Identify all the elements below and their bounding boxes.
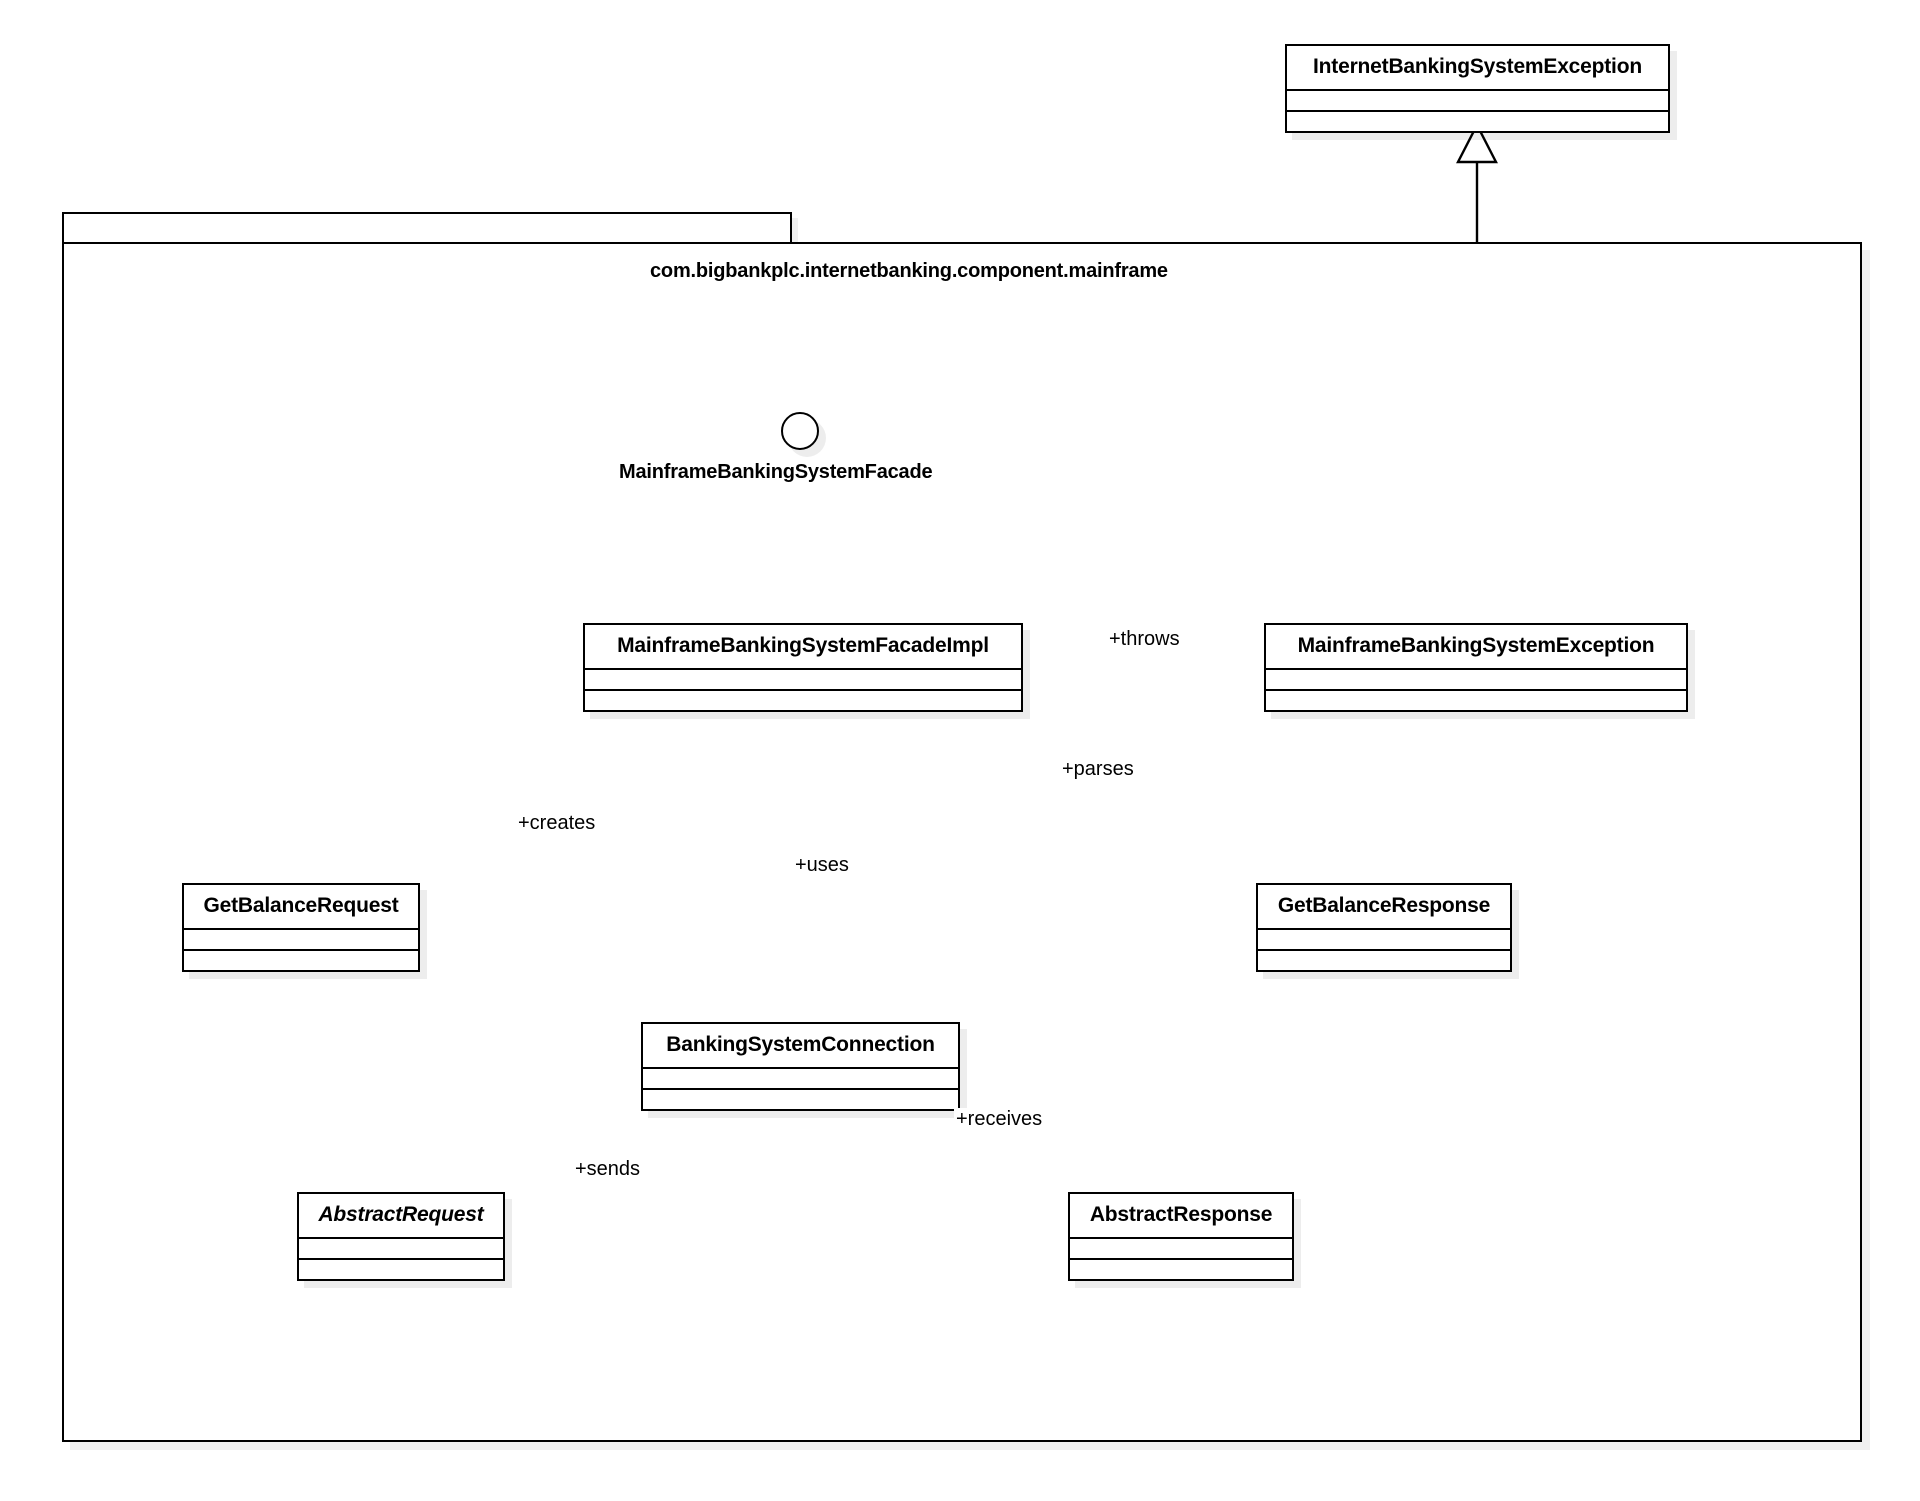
interface-name-label: MainframeBankingSystemFacade [619, 461, 933, 483]
class-box-abstract-response[interactable]: AbstractResponse [1068, 1192, 1294, 1281]
class-attributes-compartment [1258, 930, 1510, 951]
class-box-abstract-request[interactable]: AbstractRequest [297, 1192, 505, 1281]
class-attributes-compartment [1070, 1239, 1292, 1260]
class-attributes-compartment [299, 1239, 503, 1260]
class-name-abstract-request: AbstractRequest [299, 1194, 503, 1239]
edge-label-receives: +receives [954, 1108, 1045, 1131]
class-operations-compartment [1266, 691, 1686, 710]
class-name-mainframe-banking-system-facade-impl: MainframeBankingSystemFacadeImpl [585, 625, 1021, 670]
class-name-internet-banking-system-exception: InternetBankingSystemException [1287, 46, 1668, 91]
class-attributes-compartment [184, 930, 418, 951]
class-box-mainframe-banking-system-exception[interactable]: MainframeBankingSystemException [1264, 623, 1688, 712]
class-name-abstract-response: AbstractResponse [1070, 1194, 1292, 1239]
edge-label-parses: +parses [1060, 758, 1136, 781]
interface-lollipop-icon[interactable] [781, 412, 819, 450]
class-operations-compartment [1287, 112, 1668, 131]
class-attributes-compartment [643, 1069, 958, 1090]
edge-label-uses: +uses [793, 854, 851, 877]
class-operations-compartment [585, 691, 1021, 710]
class-attributes-compartment [1287, 91, 1668, 112]
package-name-label: com.bigbankplc.internetbanking.component… [650, 260, 1168, 282]
class-attributes-compartment [1266, 670, 1686, 691]
edge-label-throws: +throws [1107, 628, 1182, 651]
class-operations-compartment [1258, 951, 1510, 970]
class-box-internet-banking-system-exception[interactable]: InternetBankingSystemException [1285, 44, 1670, 133]
class-box-get-balance-response[interactable]: GetBalanceResponse [1256, 883, 1512, 972]
class-name-get-balance-request: GetBalanceRequest [184, 885, 418, 930]
class-name-get-balance-response: GetBalanceResponse [1258, 885, 1510, 930]
edge-label-sends: +sends [573, 1158, 643, 1181]
class-operations-compartment [1070, 1260, 1292, 1279]
class-box-mainframe-banking-system-facade-impl[interactable]: MainframeBankingSystemFacadeImpl [583, 623, 1023, 712]
class-box-banking-system-connection[interactable]: BankingSystemConnection [641, 1022, 960, 1111]
class-operations-compartment [643, 1090, 958, 1109]
class-box-get-balance-request[interactable]: GetBalanceRequest [182, 883, 420, 972]
class-attributes-compartment [585, 670, 1021, 691]
package-tab [62, 212, 792, 244]
class-name-mainframe-banking-system-exception: MainframeBankingSystemException [1266, 625, 1686, 670]
class-operations-compartment [299, 1260, 503, 1279]
edge-label-creates: +creates [516, 812, 598, 835]
class-operations-compartment [184, 951, 418, 970]
class-name-banking-system-connection: BankingSystemConnection [643, 1024, 958, 1069]
